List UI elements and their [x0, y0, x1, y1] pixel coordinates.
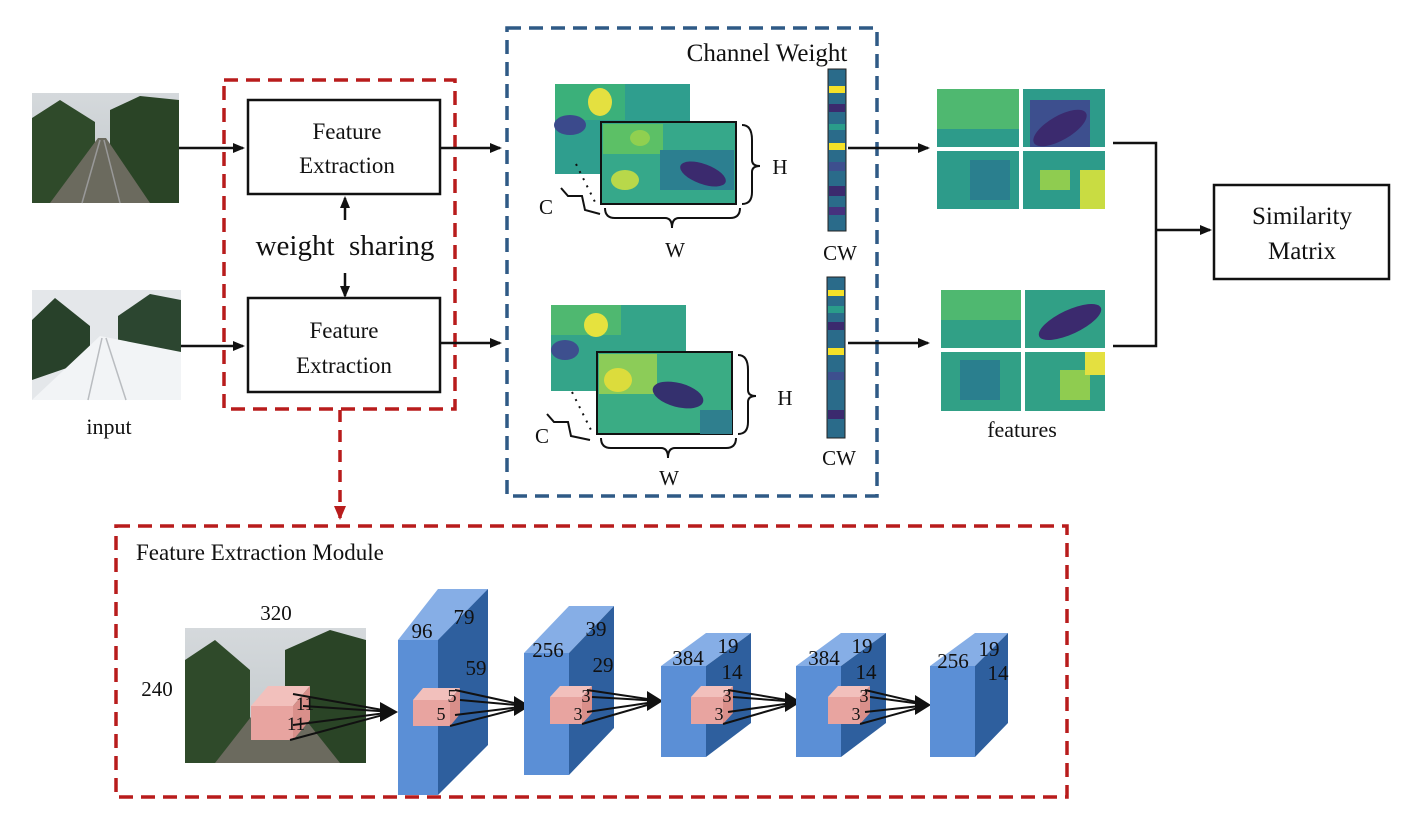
- layer-3-channels: 384: [672, 646, 704, 670]
- conv-layer-4: 384 19 14 3 3: [796, 633, 886, 757]
- dim-c-bottom: C: [535, 424, 549, 448]
- conv-layer-5: 256 19 14: [930, 633, 1009, 757]
- feature-extraction-group: [222, 78, 457, 411]
- similarity-matrix-box[interactable]: Similarity Matrix: [1212, 183, 1391, 281]
- similarity-line2: Matrix: [1268, 238, 1337, 265]
- kernel-5-h: 3: [852, 704, 861, 724]
- layer-4-width: 14: [856, 660, 878, 684]
- feature-map-front-bottom: [596, 351, 733, 435]
- input-width-label: 320: [260, 601, 292, 625]
- feature-extraction-box-bottom[interactable]: Feature Extraction: [246, 296, 442, 394]
- input-height-label: 240: [141, 677, 173, 701]
- kernel-5-w: 3: [860, 686, 869, 706]
- conv-layer-2: 256 39 29 3 3: [524, 606, 614, 775]
- kernel-4-w: 3: [723, 686, 732, 706]
- similarity-line1: Similarity: [1252, 203, 1353, 230]
- kernel-1-w: 11: [296, 694, 314, 715]
- dim-c-top: C: [539, 195, 553, 219]
- feature-grid-top: [937, 89, 1105, 209]
- kernel-3-w: 3: [582, 686, 591, 706]
- dim-h-top: H: [772, 155, 787, 179]
- channel-weight-group: [505, 26, 879, 498]
- layer-5-width: 14: [988, 661, 1010, 685]
- layer-4-depth: 19: [852, 634, 873, 658]
- kernel-1-rays: [289, 693, 395, 741]
- fe-top-line1: Feature: [313, 119, 382, 144]
- feature-extraction-box-top[interactable]: Feature Extraction: [246, 98, 442, 196]
- features-label: features: [987, 417, 1057, 442]
- cw-label-bottom: CW: [822, 446, 856, 470]
- module-input-image: [185, 628, 366, 763]
- dim-h-bottom: H: [777, 386, 792, 410]
- conv-layer-3: 384 19 14 3 3: [661, 633, 751, 757]
- weight-sharing-label: weight sharing: [256, 230, 435, 262]
- layer-1-width: 59: [466, 656, 487, 680]
- layer-1-channels: 96: [412, 619, 433, 643]
- layer-2-channels: 256: [532, 638, 564, 662]
- merge-bracket: [1113, 141, 1158, 348]
- kernel-2-h: 5: [437, 704, 446, 724]
- cw-label-top: CW: [823, 241, 857, 265]
- module-title: Feature Extraction Module: [136, 540, 384, 565]
- channel-weight-title: Channel Weight: [687, 40, 848, 67]
- input-image-top: [32, 93, 179, 204]
- layer-2-width: 29: [593, 653, 614, 677]
- input-image-bottom: [32, 290, 181, 401]
- feature-map-front-top: [600, 121, 737, 205]
- layer-4-channels: 384: [808, 646, 840, 670]
- fe-bottom-line2: Extraction: [296, 353, 392, 378]
- cw-vector-top: [827, 68, 847, 232]
- kernel-1: 11 11: [251, 686, 314, 740]
- kernel-4-h: 3: [715, 704, 724, 724]
- dim-w-top: W: [665, 238, 685, 262]
- input-label: input: [86, 414, 131, 439]
- layer-2-depth: 39: [586, 617, 607, 641]
- layer-1-depth: 79: [454, 605, 475, 629]
- feature-map-stack-bottom: H W C: [535, 305, 793, 490]
- feature-grid-bottom: [941, 290, 1105, 411]
- kernel-2-w: 5: [448, 686, 457, 706]
- layer-5-depth: 19: [979, 637, 1000, 661]
- cw-vector-bottom: [826, 276, 846, 439]
- dim-w-bottom: W: [659, 466, 679, 490]
- layer-3-width: 14: [722, 660, 744, 684]
- layer-5-channels: 256: [937, 649, 969, 673]
- kernel-3-h: 3: [574, 704, 583, 724]
- feature-extraction-module-box: [114, 524, 1069, 799]
- layer-3-depth: 19: [718, 634, 739, 658]
- feature-map-stack-top: H W C: [539, 84, 788, 262]
- conv-layer-1: 96 79 59 5 5: [398, 589, 488, 795]
- fe-top-line2: Extraction: [299, 153, 395, 178]
- fe-bottom-line1: Feature: [310, 318, 379, 343]
